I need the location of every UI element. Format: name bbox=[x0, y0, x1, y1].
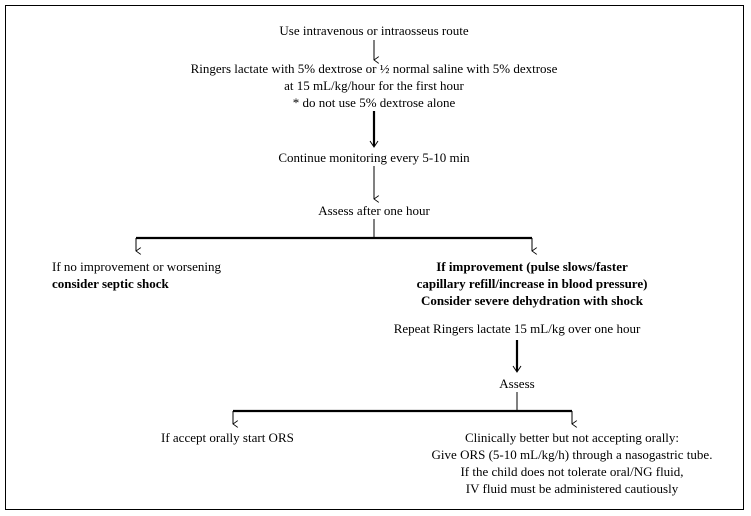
right-branch-condition-line1: If improvement (pulse slows/faster bbox=[436, 259, 628, 274]
left-branch-action: consider septic shock bbox=[52, 276, 169, 291]
step-repeat-ringers: Repeat Ringers lactate 15 mL/kg over one… bbox=[393, 321, 641, 336]
flowchart-border bbox=[5, 5, 744, 510]
final-right-line1: Clinically better but not accepting oral… bbox=[464, 430, 680, 445]
step-assess-hour: Assess after one hour bbox=[318, 203, 430, 218]
step-fluid-line2: at 15 mL/kg/hour for the first hour bbox=[284, 78, 464, 93]
step-fluid-note: * do not use 5% dextrose alone bbox=[292, 95, 456, 110]
step-route: Use intravenous or intraosseus route bbox=[279, 23, 469, 38]
final-left-action: If accept orally start ORS bbox=[161, 430, 294, 445]
arrowhead-step6 bbox=[512, 365, 522, 373]
final-right-line3: If the child does not tolerate oral/NG f… bbox=[460, 464, 684, 479]
final-right-line2: Give ORS (5-10 mL/kg/h) through a nasoga… bbox=[431, 447, 713, 462]
arrowhead-step3 bbox=[369, 140, 379, 148]
right-branch-condition-line2: capillary refill/increase in blood press… bbox=[416, 276, 648, 291]
step-fluid-line1: Ringers lactate with 5% dextrose or ½ no… bbox=[190, 61, 558, 76]
step-monitoring: Continue monitoring every 5-10 min bbox=[278, 150, 470, 165]
step-assess: Assess bbox=[499, 376, 535, 391]
left-branch-condition: If no improvement or worsening bbox=[52, 259, 221, 274]
right-branch-action: Consider severe dehydration with shock bbox=[421, 293, 643, 308]
final-right-line4: IV fluid must be administered cautiously bbox=[465, 481, 679, 496]
